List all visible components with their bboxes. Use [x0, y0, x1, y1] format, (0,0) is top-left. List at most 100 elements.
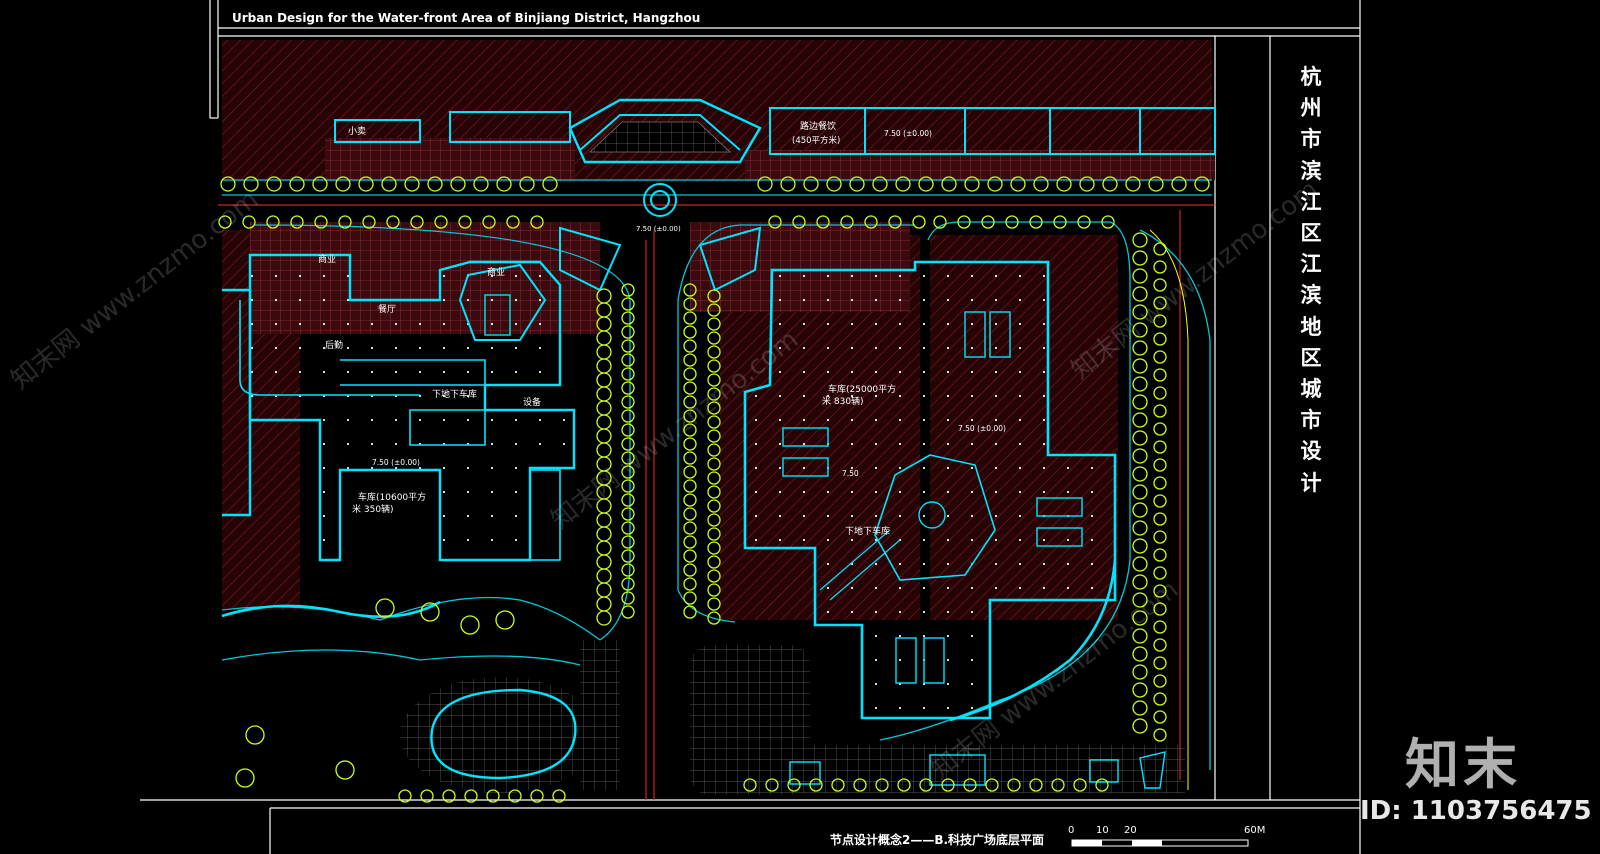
tree-icon — [1132, 646, 1148, 662]
tree-icon — [621, 311, 635, 325]
tree-icon — [1132, 610, 1148, 626]
tree-icon — [1148, 176, 1164, 192]
label-roadside-dining-area: (450平方米) — [792, 135, 840, 146]
tree-icon — [912, 215, 926, 229]
tree-icon — [683, 577, 697, 591]
header-english-title: Urban Design for the Water-front Area of… — [232, 11, 700, 25]
right-building — [743, 260, 1166, 789]
tree-icon — [757, 176, 773, 192]
tree-icon — [289, 176, 305, 192]
sheet-caption: 节点设计概念2——B.科技广场底层平面 — [830, 832, 1044, 847]
tree-icon — [683, 605, 697, 619]
tree-icon — [542, 176, 558, 192]
tree-icon — [1132, 376, 1148, 392]
tree-icon — [1125, 176, 1141, 192]
label-logistics: 后勤 — [325, 339, 343, 351]
tree-icon — [707, 345, 721, 359]
tree-icon — [621, 283, 635, 297]
tree-icon — [707, 583, 721, 597]
tree-canopies — [218, 176, 1210, 803]
tree-icon — [849, 176, 865, 192]
tree-icon — [530, 215, 544, 229]
tree-icon — [486, 789, 500, 803]
tree-icon — [596, 540, 612, 556]
tree-icon — [707, 429, 721, 443]
tree-icon — [707, 513, 721, 527]
tree-icon — [826, 176, 842, 192]
scale-label-60m: 60M — [1244, 825, 1265, 836]
tree-icon — [495, 610, 515, 630]
vertical-title-char: 州 — [1300, 96, 1322, 121]
tree-icon — [464, 789, 478, 803]
tree-icon — [1132, 700, 1148, 716]
label-xiaomai: 小卖 — [348, 126, 366, 137]
label-garage-right-1: 车库(25000平方 — [828, 383, 896, 395]
pond — [430, 688, 577, 780]
tree-icon — [1153, 458, 1167, 472]
tree-icon — [707, 387, 721, 401]
vertical-title-char: 城 — [1300, 377, 1322, 402]
tree-icon — [840, 215, 854, 229]
tree-icon — [683, 535, 697, 549]
tree-icon — [1132, 664, 1148, 680]
tree-icon — [1033, 176, 1049, 192]
tree-icon — [338, 215, 352, 229]
tree-icon — [596, 330, 612, 346]
tree-icon — [683, 409, 697, 423]
tree-icon — [792, 215, 806, 229]
brand-logo: 知末 — [1405, 733, 1521, 796]
vertical-title-char: 滨 — [1300, 158, 1322, 183]
tree-icon — [1132, 574, 1148, 590]
tree-icon — [707, 303, 721, 317]
tree-icon — [919, 778, 933, 792]
tree-icon — [707, 331, 721, 345]
tree-icon — [381, 176, 397, 192]
tree-icon — [941, 176, 957, 192]
tree-icon — [1132, 394, 1148, 410]
tree-icon — [434, 215, 448, 229]
tree-icon — [621, 577, 635, 591]
label-restaurant: 餐厅 — [378, 303, 396, 315]
tree-icon — [707, 485, 721, 499]
label-garage-left-2: 米 350辆) — [352, 503, 394, 515]
tree-icon — [853, 778, 867, 792]
tree-icon — [707, 499, 721, 513]
tree-icon — [1132, 304, 1148, 320]
tree-icon — [410, 215, 424, 229]
scale-label-0: 0 — [1068, 825, 1074, 836]
tree-icon — [1051, 778, 1065, 792]
tree-icon — [1132, 538, 1148, 554]
tree-icon — [707, 471, 721, 485]
tree-icon — [1005, 215, 1019, 229]
tree-icon — [941, 778, 955, 792]
tree-icon — [707, 527, 721, 541]
tree-icon — [621, 437, 635, 451]
tree-icon — [1153, 476, 1167, 490]
tree-icon — [768, 215, 782, 229]
tree-icon — [1153, 692, 1167, 706]
brand-id: ID: 1103756475 — [1360, 796, 1592, 826]
vertical-title-char: 计 — [1300, 470, 1322, 495]
tree-icon — [335, 760, 355, 780]
vertical-title-char: 杭 — [1300, 65, 1322, 89]
tree-icon — [450, 176, 466, 192]
tree-icon — [707, 457, 721, 471]
label-down-garage-1: 下地下车库 — [432, 388, 477, 400]
tree-icon — [1153, 638, 1167, 652]
tree-icon — [1132, 250, 1148, 266]
tree-icon — [1102, 176, 1118, 192]
tree-icon — [1132, 412, 1148, 428]
tree-icon — [1132, 484, 1148, 500]
tree-icon — [864, 215, 878, 229]
tree-icon — [957, 215, 971, 229]
tree-icon — [335, 176, 351, 192]
tree-icon — [1153, 404, 1167, 418]
tree-icon — [831, 778, 845, 792]
tree-icon — [621, 591, 635, 605]
tree-icon — [1132, 268, 1148, 284]
tree-icon — [473, 176, 489, 192]
tree-icon — [683, 591, 697, 605]
vertical-title: 杭州市滨江区江滨地区城市设计 — [1296, 62, 1326, 499]
left-building — [222, 253, 576, 562]
tree-icon — [552, 789, 566, 803]
